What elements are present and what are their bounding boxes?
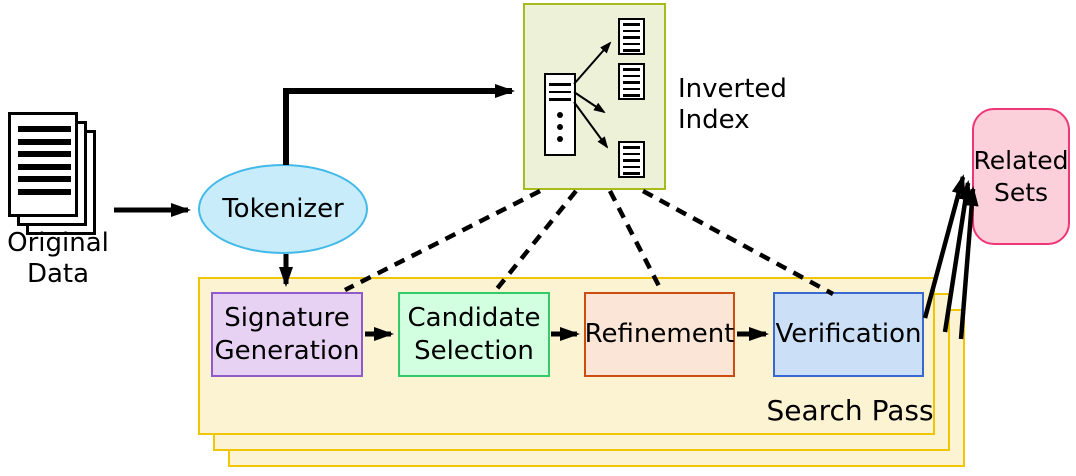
tokenizer-node: Tokenizer xyxy=(198,164,368,254)
tokenizer-label: Tokenizer xyxy=(222,193,344,224)
related-sets-node: Related Sets xyxy=(972,108,1070,245)
candidate-selection-label: Candidate Selection xyxy=(407,303,541,366)
refinement-label: Refinement xyxy=(584,319,735,350)
postings-list-icon xyxy=(544,73,576,156)
document-text-lines xyxy=(11,115,75,195)
document-icon xyxy=(618,18,645,55)
ellipsis-icon xyxy=(557,106,563,142)
verification-node: Verification xyxy=(773,292,924,377)
edge-tokenizer-to-inverted-index xyxy=(283,84,515,165)
signature-generation-label: Signature Generation xyxy=(214,303,360,366)
document-icon xyxy=(618,141,645,178)
inverted-index-node xyxy=(523,3,666,190)
signature-generation-node: Signature Generation xyxy=(211,292,363,377)
edge-inverted-index-to-candidate-selection xyxy=(494,189,578,292)
verification-label: Verification xyxy=(775,319,922,350)
search-pass-label: Search Pass xyxy=(766,393,934,427)
document-icon xyxy=(618,63,645,100)
candidate-selection-node: Candidate Selection xyxy=(398,292,550,377)
document-page-front xyxy=(8,112,78,217)
inverted-index-label: Inverted Index xyxy=(678,74,787,136)
edge-inverted-index-to-refinement xyxy=(607,189,664,292)
refinement-node: Refinement xyxy=(584,292,735,377)
original-data-label: Original Data xyxy=(7,228,109,289)
related-sets-label: Related Sets xyxy=(973,146,1069,207)
edge-inverted-index-to-signature-generation xyxy=(343,188,542,293)
